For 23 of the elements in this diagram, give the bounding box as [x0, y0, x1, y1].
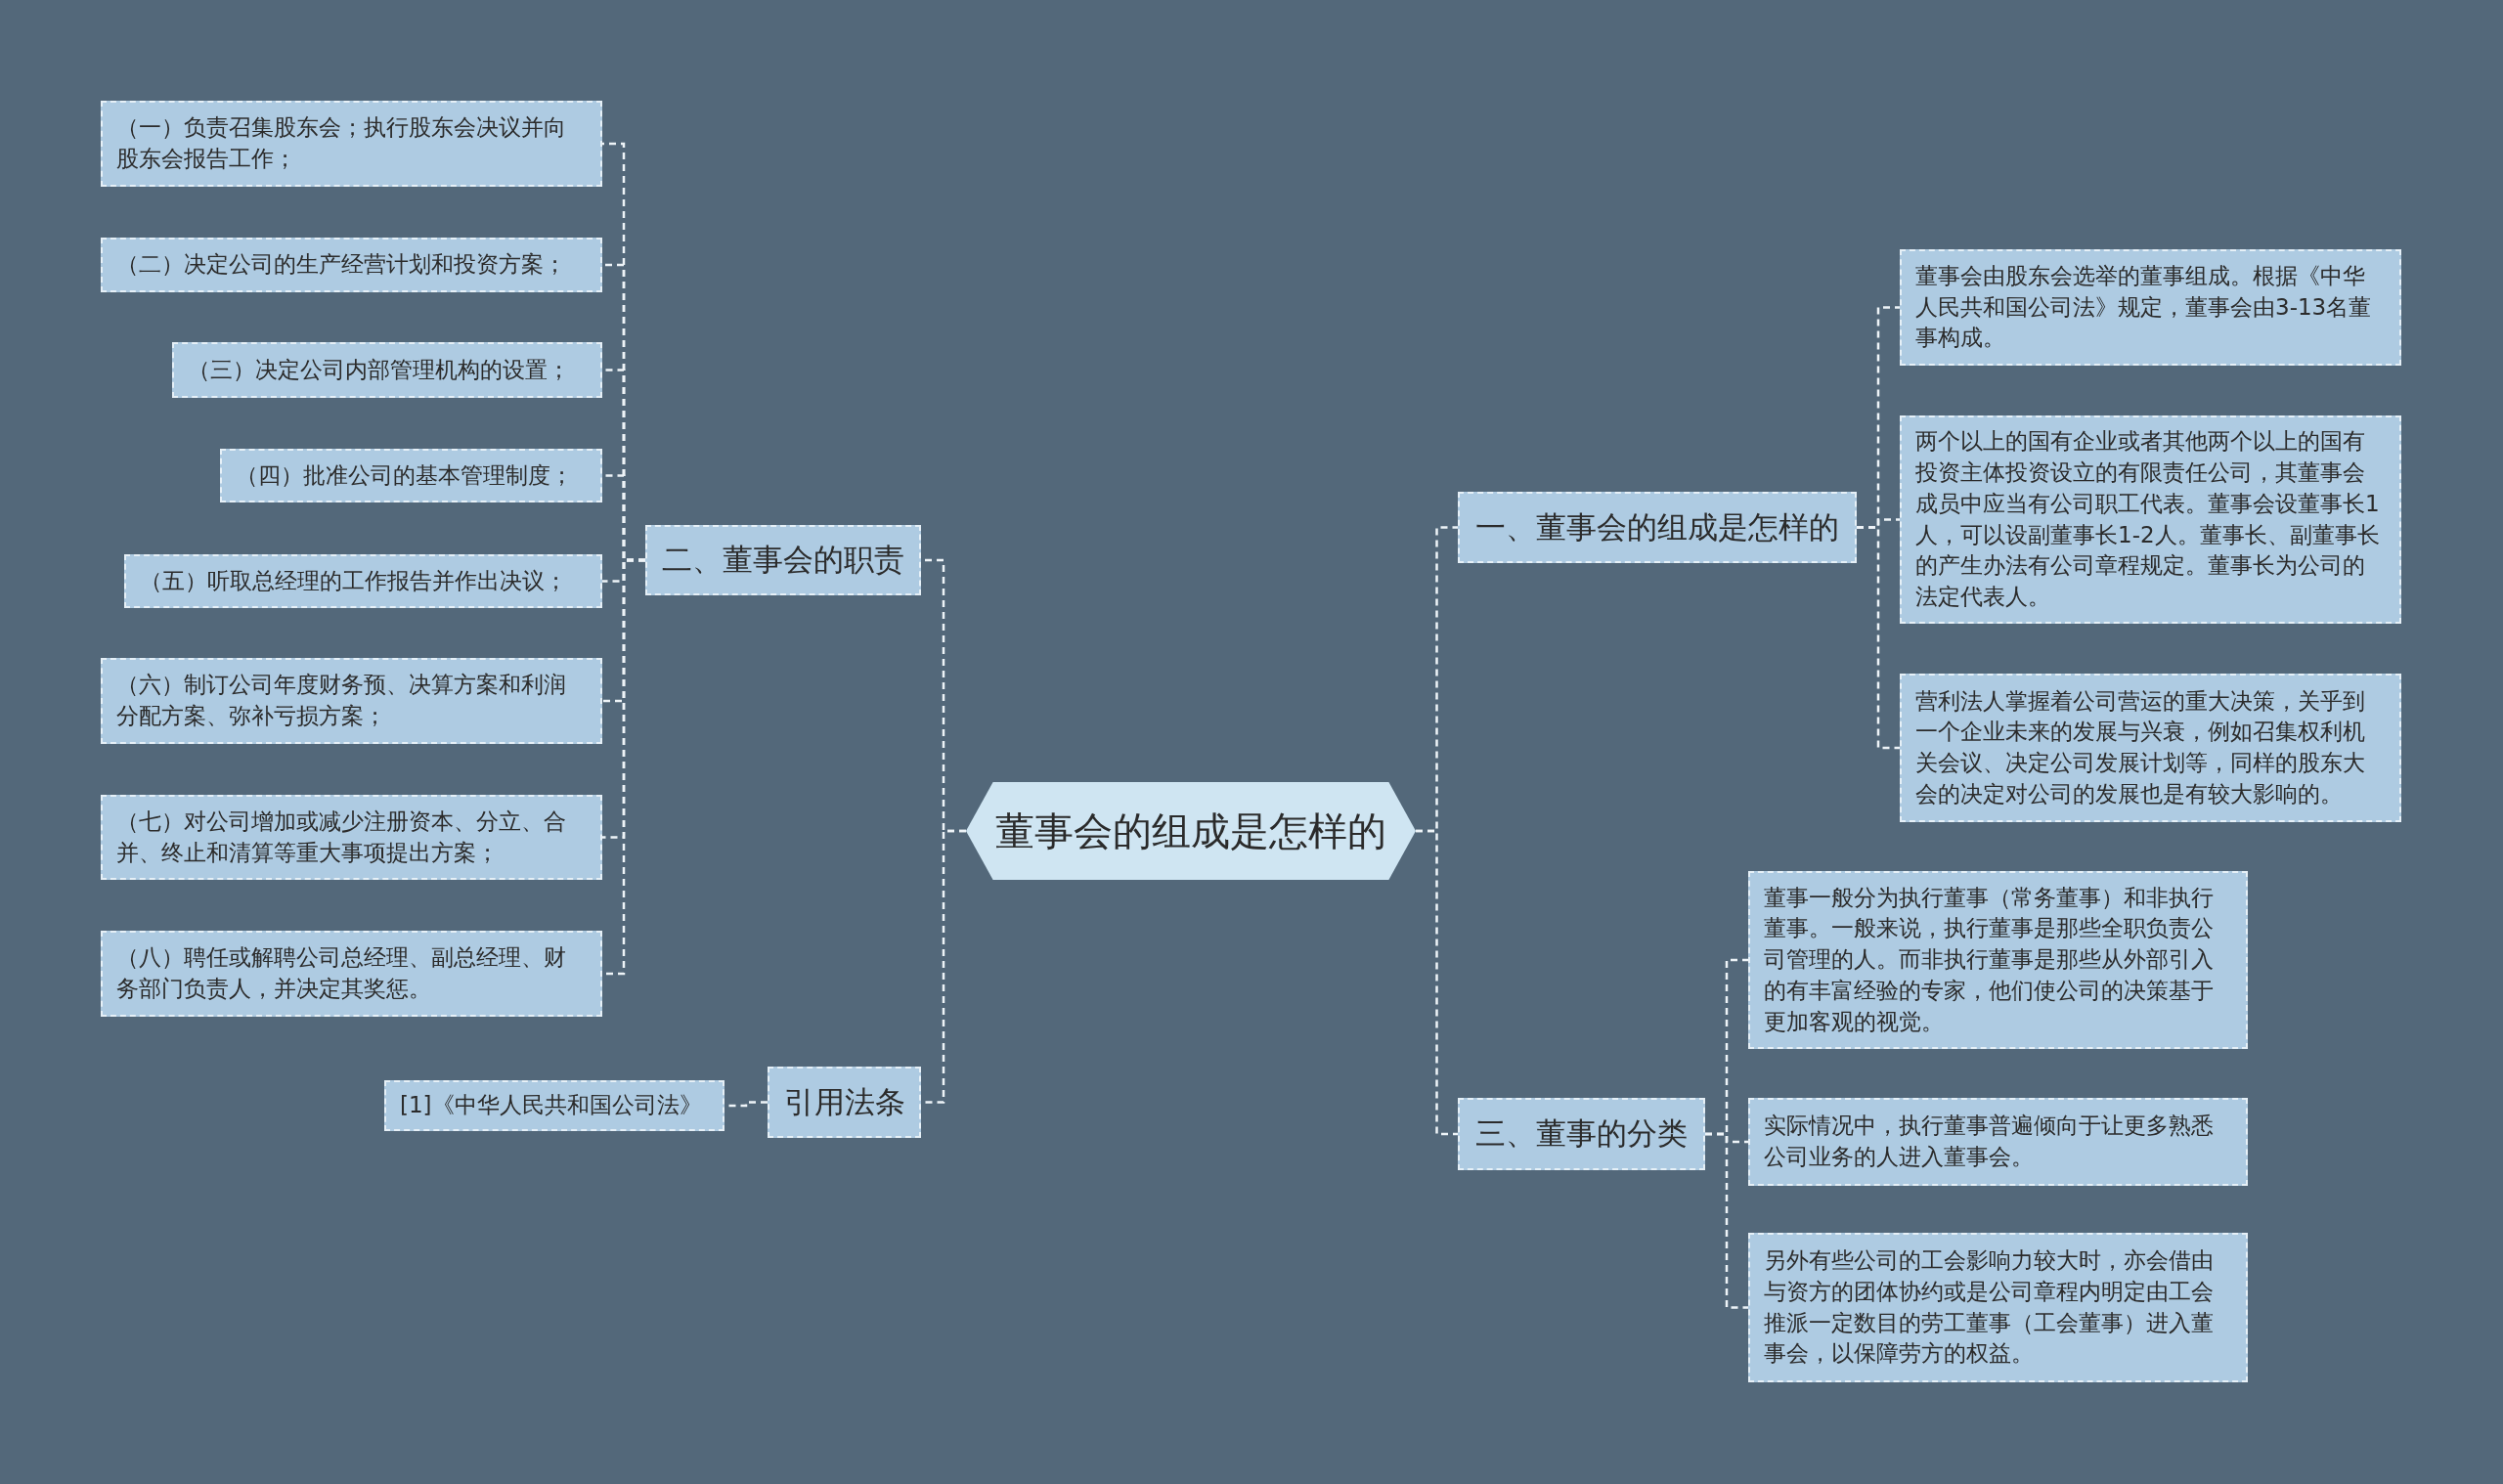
subtopic-card: 二、董事会的职责	[645, 525, 921, 595]
leaf-card: 另外有些公司的工会影响力较大时，亦会借由与资方的团体协约或是公司章程内明定由工会推派一定数目的劳工董事（工会董事）进入董事会，以保障劳方的权益。	[1748, 1233, 2248, 1382]
leaf-card: （六）制订公司年度财务预、决算方案和利润分配方案、弥补亏损方案；	[101, 658, 602, 744]
leaf-card: （三）决定公司内部管理机构的设置；	[172, 342, 602, 398]
central-topic: 董事会的组成是怎样的	[966, 782, 1416, 880]
leaf-card: 实际情况中，执行董事普遍倾向于让更多熟悉公司业务的人进入董事会。	[1748, 1098, 2248, 1186]
connector-line	[1857, 526, 1900, 750]
leaf-card: （一）负责召集股东会；执行股东会决议并向股东会报告工作；	[101, 101, 602, 187]
leaf-card: （五）听取总经理的工作报告并作出决议；	[124, 554, 602, 608]
leaf-card: 董事会由股东会选举的董事组成。根据《中华人民共和国公司法》规定，董事会由3-13名董事构成。	[1900, 249, 2401, 366]
leaf-card: （七）对公司增加或减少注册资本、分立、合并、终止和清算等重大事项提出方案；	[101, 795, 602, 880]
leaf-card: 董事一般分为执行董事（常务董事）和非执行董事。一般来说，执行董事是那些全职负责公司管理的人。而非执行董事是那些从外部引入的有丰富经验的专家，他们使公司的决策基于更加客观的视觉。	[1748, 871, 2248, 1049]
connector-line	[1705, 1132, 1748, 1309]
leaf-card: （四）批准公司的基本管理制度；	[220, 449, 602, 502]
subtopic-card: 一、董事会的组成是怎样的	[1458, 492, 1857, 563]
leaf-card: [1]《中华人民共和国公司法》	[384, 1080, 725, 1131]
leaf-card: （二）决定公司的生产经营计划和投资方案；	[101, 238, 602, 292]
leaf-card: （八）聘任或解聘公司总经理、副总经理、财务部门负责人，并决定其奖惩。	[101, 931, 602, 1017]
connector-line	[1416, 829, 1458, 1136]
leaf-card: 营利法人掌握着公司营运的重大决策，关乎到一个企业未来的发展与兴衰，例如召集权利机关会议、决定公司发展计划等，同样的股东大会的决定对公司的发展也是有较大影响的。	[1900, 674, 2401, 822]
subtopic-card: 引用法条	[768, 1067, 921, 1138]
leaf-card: 两个以上的国有企业或者其他两个以上的国有投资主体投资设立的有限责任公司，其董事会成员中应当有公司职工代表。董事会设董事长1人，可以设副董事长1-2人。董事长、副董事长的产生办法有公司章程规定。董事长为公司的法定代表人。	[1900, 415, 2401, 624]
subtopic-card: 三、董事的分类	[1458, 1098, 1705, 1170]
